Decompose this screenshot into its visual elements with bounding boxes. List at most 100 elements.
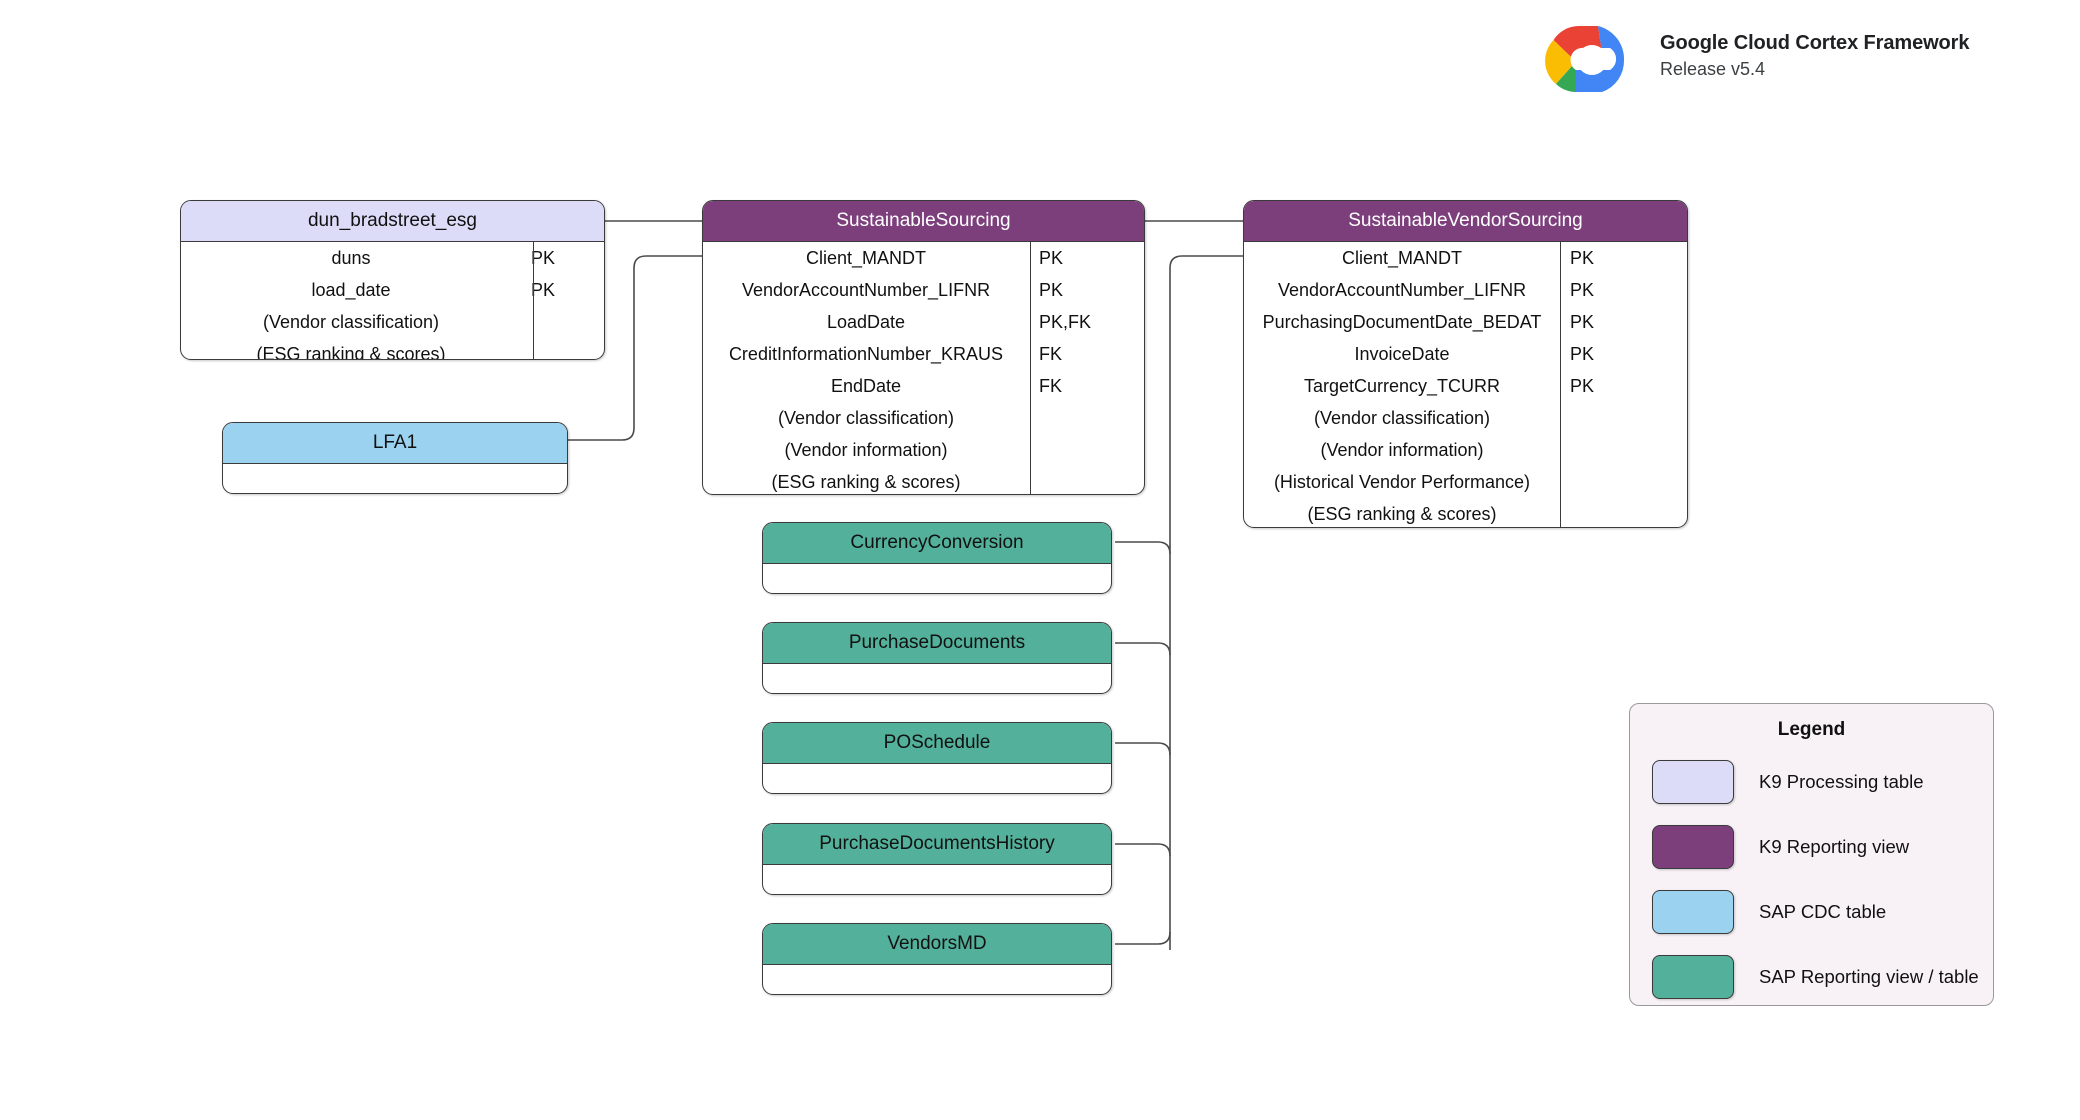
entity-title: POSchedule [763,723,1111,764]
field-name: VendorAccountNumber_LIFNR [741,279,991,300]
entity-purchase-documents-history[interactable]: PurchaseDocumentsHistory [762,823,1112,895]
entity-sustainable-vendor-sourcing[interactable]: SustainableVendorSourcing Client_MANDT P… [1243,200,1688,528]
legend-item-sap-cdc-table: SAP CDC table [1630,879,1993,944]
key-column-divider [1030,242,1031,494]
entity-field-row: TargetCurrency_TCURR PK [1244,370,1687,402]
entity-field-row: (ESG ranking & scores) [703,466,1144,494]
entity-body [763,965,1111,994]
legend-title: Legend [1777,719,1846,740]
connector-purchase-documents-to-bus [1115,642,1171,656]
field-name: TargetCurrency_TCURR [1303,375,1501,396]
field-key: PK [1570,311,1595,332]
entity-field-row: (Vendor classification) [703,402,1144,434]
entity-field-row: Client_MANDT PK [1244,242,1687,274]
entity-field-row: (Vendor information) [703,434,1144,466]
key-column-divider [533,242,534,359]
entity-body [763,865,1111,894]
field-name: LoadDate [826,311,906,332]
legend-swatch [1652,954,1734,999]
entity-purchase-documents[interactable]: PurchaseDocuments [762,622,1112,694]
field-name: Client_MANDT [1341,247,1463,268]
legend-panel: Legend K9 Processing table K9 Reporting … [1629,703,1994,1006]
entity-title: SustainableSourcing [703,201,1144,242]
field-name: (Vendor information) [784,439,948,460]
field-name: (Vendor classification) [777,407,955,428]
entity-field-row: (Historical Vendor Performance) [1244,466,1687,498]
entity-sustainable-sourcing[interactable]: SustainableSourcing Client_MANDT PK Vend… [702,200,1145,495]
entity-title: PurchaseDocuments [763,623,1111,664]
entity-body [763,664,1111,693]
entity-body: Client_MANDT PK VendorAccountNumber_LIFN… [703,242,1144,494]
field-key: PK,FK [1039,311,1092,332]
field-key: PK [1039,247,1064,268]
entity-body [763,564,1111,593]
entity-field-row: InvoiceDate PK [1244,338,1687,370]
field-name: (Vendor classification) [1313,407,1491,428]
connector-po-schedule-to-bus [1115,742,1171,756]
entity-field-row: (ESG ranking & scores) [1244,498,1687,527]
legend-swatch [1652,889,1734,934]
connector-currency-conversion-to-bus [1115,541,1171,555]
key-column-divider [1560,242,1561,527]
entity-title: VendorsMD [763,924,1111,965]
connector-vendors-md-to-bus [1115,931,1171,945]
legend-swatch [1652,759,1734,804]
entity-field-row: (ESG ranking & scores) [181,338,604,360]
field-name: (Historical Vendor Performance) [1273,471,1531,492]
connector-sap-bus-to-vendor-sourcing [1169,255,1243,950]
legend-item-k9-reporting-view: K9 Reporting view [1630,814,1993,879]
field-name: (ESG ranking & scores) [1307,503,1497,524]
field-key: PK [1570,343,1595,364]
google-cloud-logo-icon [1545,26,1625,92]
legend-label: K9 Processing table [1759,770,1924,792]
field-name: duns [331,247,371,268]
field-name: InvoiceDate [1354,343,1450,364]
entity-po-schedule[interactable]: POSchedule [762,722,1112,794]
field-key: FK [1039,343,1063,364]
entity-field-row: LoadDate PK,FK [703,306,1144,338]
field-name: (ESG ranking & scores) [771,471,961,492]
entity-lfa1[interactable]: LFA1 [222,422,568,494]
connector-purchase-documents-history-to-bus [1115,843,1171,857]
field-key: PK [531,279,556,300]
entity-field-row: load_date PK [181,274,604,306]
field-name: PurchasingDocumentDate_BEDAT [1262,311,1542,332]
legend-item-k9-processing-table: K9 Processing table [1630,749,1993,814]
legend-label: K9 Reporting view [1759,835,1910,857]
legend-label: SAP Reporting view / table [1759,965,1979,987]
entity-title: CurrencyConversion [763,523,1111,564]
field-name: EndDate [830,375,902,396]
brand-title: Google Cloud Cortex Framework [1660,32,1970,55]
entity-title: dun_bradstreet_esg [181,201,604,242]
field-name: load_date [311,279,391,300]
field-key: PK [531,247,556,268]
entity-field-row: PurchasingDocumentDate_BEDAT PK [1244,306,1687,338]
legend-swatch [1652,824,1734,869]
entity-field-row: Client_MANDT PK [703,242,1144,274]
field-key: PK [1039,279,1064,300]
legend-label: SAP CDC table [1759,900,1887,922]
field-key: PK [1570,375,1595,396]
entity-field-row: (Vendor classification) [1244,402,1687,434]
field-key: PK [1570,279,1595,300]
field-key: FK [1039,375,1063,396]
entity-body [763,764,1111,793]
field-name: (Vendor classification) [262,311,440,332]
entity-currency-conversion[interactable]: CurrencyConversion [762,522,1112,594]
entity-vendors-md[interactable]: VendorsMD [762,923,1112,995]
entity-field-row: duns PK [181,242,604,274]
entity-title: PurchaseDocumentsHistory [763,824,1111,865]
entity-title: LFA1 [223,423,567,464]
entity-field-row: VendorAccountNumber_LIFNR PK [703,274,1144,306]
entity-field-row: VendorAccountNumber_LIFNR PK [1244,274,1687,306]
brand-header: Google Cloud Cortex Framework Release v5… [1532,8,1969,104]
field-name: VendorAccountNumber_LIFNR [1277,279,1527,300]
entity-field-row: CreditInformationNumber_KRAUS FK [703,338,1144,370]
entity-dun-bradstreet-esg[interactable]: dun_bradstreet_esg duns PK load_date PK … [180,200,605,360]
entity-body [223,464,567,493]
entity-field-row: (Vendor classification) [181,306,604,338]
entity-field-row: (Vendor information) [1244,434,1687,466]
field-name: (ESG ranking & scores) [256,343,446,360]
legend-item-sap-reporting-view: SAP Reporting view / table [1630,944,1993,1009]
entity-body: duns PK load_date PK (Vendor classificat… [181,242,604,360]
